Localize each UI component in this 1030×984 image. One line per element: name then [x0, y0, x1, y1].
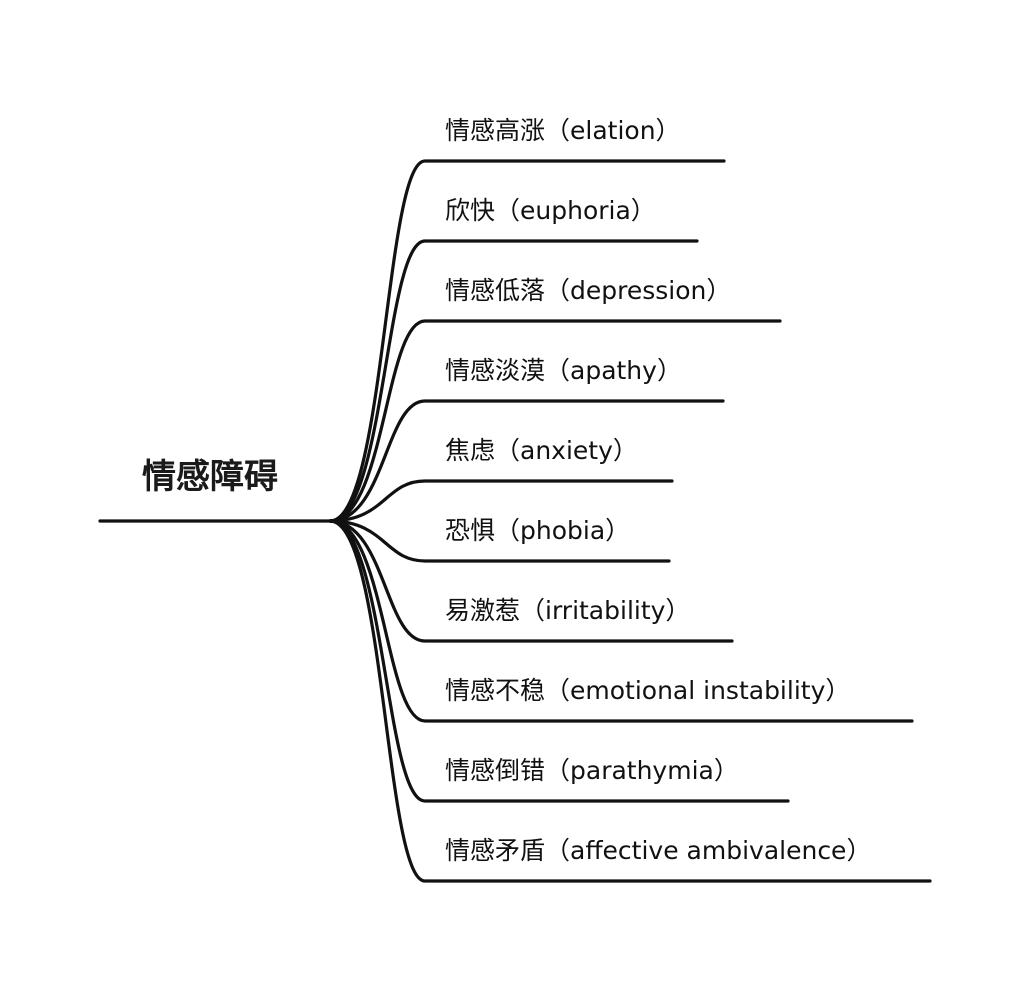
branch-label: 情感矛盾（affective ambivalence）	[445, 836, 871, 865]
branch-label: 情感低落（depression）	[445, 276, 731, 305]
branch-connector	[328, 519, 914, 723]
branch-connector	[328, 519, 932, 883]
branch-list: 情感高涨（elation） 欣快（euphoria） 情感低落（depression…	[328, 116, 932, 883]
branch-label: 恐惧（phobia）	[445, 516, 630, 545]
branch-label: 欣快（euphoria）	[445, 196, 656, 225]
branch-connector	[328, 519, 734, 643]
branch-connector	[328, 239, 699, 523]
branch-node: 情感倒错（parathymia）	[328, 519, 790, 803]
branch-node: 焦虑（anxiety）	[328, 436, 674, 523]
branch-node: 情感不稳（emotional instability）	[328, 519, 914, 723]
branch-node: 情感高涨（elation）	[328, 116, 726, 523]
branch-node: 情感淡漠（apathy）	[328, 356, 725, 523]
branch-connector	[328, 519, 671, 563]
branch-connector	[328, 519, 790, 803]
branch-node: 情感矛盾（affective ambivalence）	[328, 519, 932, 883]
branch-label: 情感倒错（parathymia）	[445, 756, 739, 785]
branch-label: 易激惹（irritability）	[445, 596, 690, 625]
branch-connector	[328, 399, 725, 523]
branch-label: 情感不稳（emotional instability）	[445, 676, 850, 705]
branch-connector	[328, 319, 782, 523]
branch-label: 情感高涨（elation）	[445, 116, 681, 145]
branch-label: 焦虑（anxiety）	[445, 436, 638, 465]
branch-label: 情感淡漠（apathy）	[445, 356, 682, 385]
branch-connector	[328, 159, 726, 523]
branch-node: 情感低落（depression）	[328, 276, 782, 523]
branch-node: 欣快（euphoria）	[328, 196, 699, 523]
branch-connector	[328, 479, 674, 523]
branch-node: 恐惧（phobia）	[328, 516, 671, 563]
root-node: 情感障碍	[98, 457, 332, 523]
root-label: 情感障碍	[142, 457, 278, 497]
branch-node: 易激惹（irritability）	[328, 519, 734, 643]
